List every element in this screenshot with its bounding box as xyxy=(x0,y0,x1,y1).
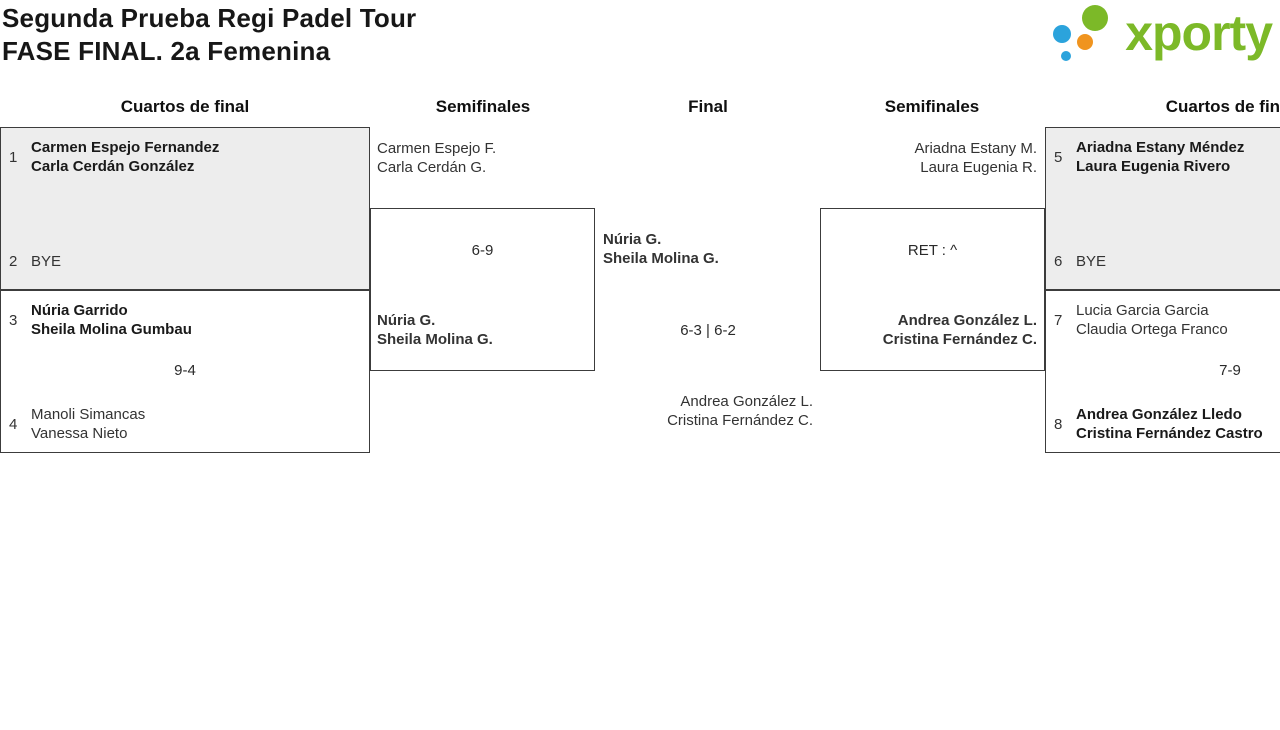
team-name: Sheila Molina G. xyxy=(603,250,719,267)
team-name: BYE xyxy=(31,253,62,270)
seed-number: 8 xyxy=(1054,415,1063,433)
match-box-qf3: 5 Ariadna Estany Méndez Laura Eugenia Ri… xyxy=(1045,127,1280,290)
team-name: Núria Garrido xyxy=(31,302,128,319)
match-score: RET : ^ xyxy=(907,242,958,259)
team-name: Ariadna Estany M. xyxy=(914,140,1037,157)
seed-number: 6 xyxy=(1054,253,1063,270)
team-row: 5 Ariadna Estany Méndez Laura Eugenia Ri… xyxy=(1054,138,1280,176)
match-box-qf2: 3 Núria Garrido Sheila Molina Gumbau 9-4… xyxy=(0,290,370,453)
team-name: Núria G. xyxy=(377,312,436,329)
team-name: Cristina Fernández C. xyxy=(882,331,1037,348)
match-score: 6-9 xyxy=(471,242,494,259)
match-score: 7-9 xyxy=(1219,362,1241,379)
team-name: Laura Eugenia Rivero xyxy=(1076,158,1231,175)
team-names: Ariadna Estany Méndez Laura Eugenia Rive… xyxy=(1076,138,1244,176)
match-box-qf1: 1 Carmen Espejo Fernandez Carla Cerdán G… xyxy=(0,127,370,290)
round-header-final: Final xyxy=(688,97,728,116)
team-names: Carmen Espejo Fernandez Carla Cerdán Gon… xyxy=(31,138,219,176)
team-name: Carla Cerdán G. xyxy=(377,159,487,176)
team-row: 8 Andrea González Lledo Cristina Fernánd… xyxy=(1054,405,1280,443)
team-name: Vanessa Nieto xyxy=(31,425,128,442)
sf2-top-team: Ariadna Estany M. Laura Eugenia R. xyxy=(914,139,1037,177)
team-name: BYE xyxy=(1076,253,1107,270)
team-row: 1 Carmen Espejo Fernandez Carla Cerdán G… xyxy=(9,138,365,176)
team-name: Núria G. xyxy=(603,231,662,248)
round-header-semifinales-left: Semifinales xyxy=(435,97,531,116)
team-name: Laura Eugenia R. xyxy=(920,159,1037,176)
team-names: BYE xyxy=(1076,252,1106,271)
team-row: 4 Manoli Simancas Vanessa Nieto xyxy=(9,405,365,443)
team-name: Claudia Ortega Franco xyxy=(1076,321,1228,338)
team-row: 3 Núria Garrido Sheila Molina Gumbau xyxy=(9,301,365,339)
team-name: Andrea González Lledo xyxy=(1076,406,1242,423)
team-name: Manoli Simancas xyxy=(31,406,146,423)
final-score: 6-3 | 6-2 xyxy=(680,322,736,339)
team-name: Sheila Molina Gumbau xyxy=(31,321,192,338)
team-row: 6 BYE xyxy=(1054,252,1280,271)
xporty-logo-text: xporty xyxy=(1125,5,1273,61)
team-name: Lucia Garcia Garcia xyxy=(1076,302,1209,319)
team-row: 7 Lucia Garcia Garcia Claudia Ortega Fra… xyxy=(1054,301,1280,339)
team-name: Carmen Espejo Fernandez xyxy=(31,139,220,156)
tournament-title: Segunda Prueba Regi Padel Tour xyxy=(2,3,417,33)
final-top-team: Núria G. Sheila Molina G. xyxy=(603,230,719,268)
team-name: Andrea González L. xyxy=(897,312,1037,329)
sf2-bottom-team: Andrea González L. Cristina Fernández C. xyxy=(883,311,1037,349)
team-name: Sheila Molina G. xyxy=(377,331,493,348)
team-names: Núria Garrido Sheila Molina Gumbau xyxy=(31,301,192,339)
seed-number: 5 xyxy=(1054,148,1063,166)
seed-number: 2 xyxy=(9,253,18,270)
team-name: Carla Cerdán González xyxy=(31,158,195,175)
team-names: Andrea González Lledo Cristina Fernández… xyxy=(1076,405,1263,443)
page-title: Segunda Prueba Regi Padel Tour FASE FINA… xyxy=(2,2,416,68)
sf1-bottom-team: Núria G. Sheila Molina G. xyxy=(377,311,493,349)
match-box-qf4: 7 Lucia Garcia Garcia Claudia Ortega Fra… xyxy=(1045,290,1280,453)
team-names: BYE xyxy=(31,252,61,271)
team-name: Andrea González L. xyxy=(680,393,813,410)
team-names: Manoli Simancas Vanessa Nieto xyxy=(31,405,145,443)
seed-number: 7 xyxy=(1054,311,1063,329)
team-name: Ariadna Estany Méndez xyxy=(1076,139,1245,156)
round-header-semifinales-right: Semifinales xyxy=(884,97,980,116)
team-names: Lucia Garcia Garcia Claudia Ortega Franc… xyxy=(1076,301,1228,339)
match-box-sf1: 6-9 xyxy=(370,208,595,371)
team-row: 2 BYE xyxy=(9,252,365,271)
team-name: Carmen Espejo F. xyxy=(377,140,497,157)
category-title: FASE FINAL. 2a Femenina xyxy=(2,36,331,66)
round-header-cuartos-left: Cuartos de final xyxy=(120,97,250,116)
seed-number: 1 xyxy=(9,148,18,166)
sf1-top-team: Carmen Espejo F. Carla Cerdán G. xyxy=(377,139,496,177)
team-name: Cristina Fernández Castro xyxy=(1076,425,1263,442)
match-box-sf2: RET : ^ xyxy=(820,208,1045,371)
match-score: 9-4 xyxy=(174,362,196,379)
xporty-logo[interactable]: xporty xyxy=(1049,2,1273,64)
final-bottom-team: Andrea González L. Cristina Fernández C. xyxy=(667,392,813,430)
round-header-cuartos-right: Cuartos de final xyxy=(1165,97,1280,116)
seed-number: 4 xyxy=(9,415,18,433)
seed-number: 3 xyxy=(9,311,18,329)
team-name: Cristina Fernández C. xyxy=(667,412,813,429)
xporty-logo-icon xyxy=(1053,5,1109,61)
